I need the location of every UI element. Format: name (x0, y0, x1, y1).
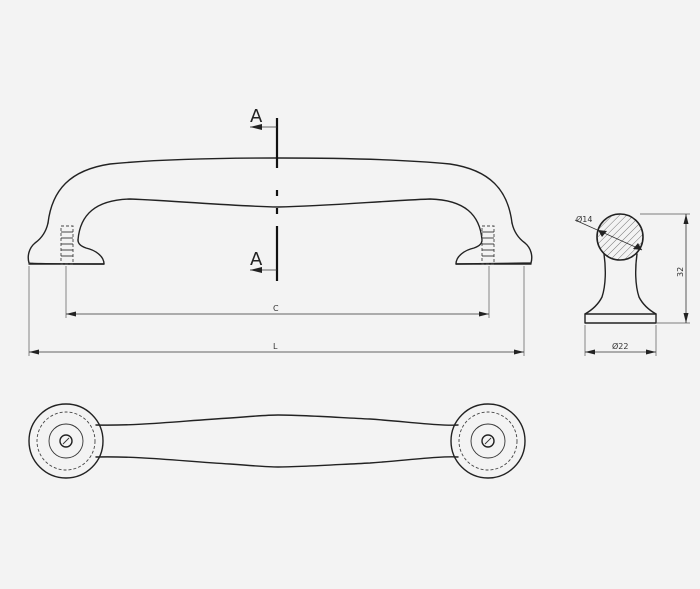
dimension-l: L (28, 266, 525, 356)
left-foot (27, 222, 105, 265)
diameter-22-label: Ø22 (612, 341, 628, 351)
left-screw-insert (60, 225, 74, 265)
front-view: A A C L (27, 106, 533, 356)
handle-outer-outline (47, 157, 513, 224)
bar-top-outline (95, 414, 459, 426)
left-base-top (28, 403, 104, 479)
side-post-outline (584, 253, 657, 324)
dimension-l-label: L (273, 342, 278, 351)
top-view (28, 403, 526, 479)
side-view: Ø14 32 Ø22 (574, 213, 690, 356)
section-label-bottom: A (250, 249, 263, 270)
dimension-c-label: C (273, 304, 279, 313)
right-screw-insert (481, 225, 495, 265)
section-line-a: A A (250, 106, 279, 281)
bar-bottom-outline (95, 456, 459, 468)
dimension-c: C (65, 266, 490, 318)
section-circle (596, 213, 644, 261)
right-base-top (450, 403, 526, 479)
section-label-top: A (250, 106, 263, 127)
diameter-14-label: Ø14 (576, 214, 592, 224)
height-32-label: 32 (676, 267, 685, 277)
handle-inner-outline (77, 198, 483, 241)
